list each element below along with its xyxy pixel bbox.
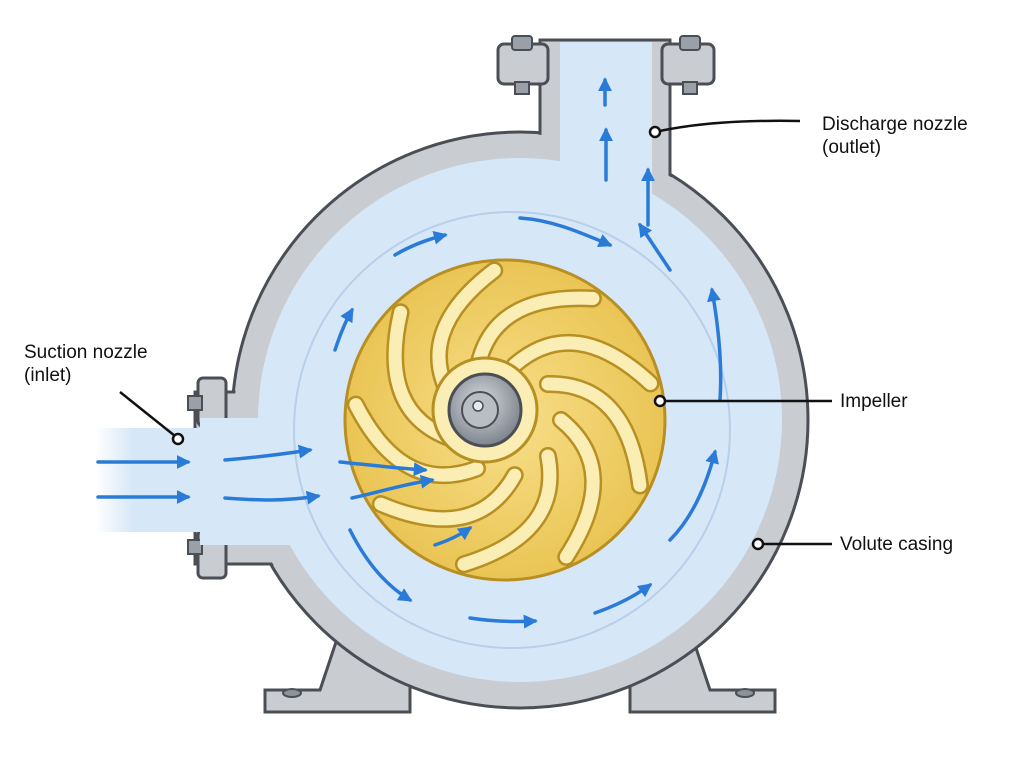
discharge-label-line1: Discharge nozzle (822, 114, 968, 135)
impeller-vane (541, 377, 647, 492)
flow-arrows (96, 77, 723, 629)
discharge-flange (496, 35, 716, 95)
suction-leader (119, 391, 176, 437)
eye-arrow-2 (350, 474, 435, 500)
discharge-label-line2: (outlet) (822, 137, 882, 158)
impeller-leader-dot (653, 394, 667, 408)
volute-arrow-right-2 (707, 287, 723, 402)
suction-leader-dot (171, 432, 185, 446)
impeller-vane (349, 398, 484, 482)
suction-arrow-2 (223, 490, 321, 505)
impeller-vane (457, 449, 557, 571)
volute-arrow-bottom-2 (468, 614, 538, 629)
leader-dots (171, 125, 765, 551)
impeller-assembly (343, 258, 667, 582)
suction-label-line1: Suction nozzle (24, 342, 148, 363)
suction-arrow-1 (223, 444, 313, 462)
impeller-vane (374, 468, 522, 526)
suction-nozzle-label: Suction nozzle (inlet) (24, 341, 148, 387)
impeller-vane (470, 291, 600, 379)
shaft-center (472, 400, 484, 412)
discharge-leader-dot (648, 125, 662, 139)
impeller-vane (554, 413, 600, 564)
right-foot-bolt-hole (735, 688, 755, 698)
impeller-vane (508, 336, 657, 390)
leader-lines (119, 119, 832, 546)
volute-arrow-right-1 (668, 449, 719, 542)
volute-arrow-left (333, 307, 354, 352)
volute-casing-label: Volute casing (840, 534, 954, 555)
incoming-flow (95, 428, 205, 532)
volute-arrow-top-2 (393, 230, 448, 257)
inner-wall (293, 211, 731, 649)
discharge-leader (654, 119, 801, 134)
volute-arrow-right-3 (638, 222, 672, 272)
discharge-nozzle-label: Discharge nozzle (outlet) (822, 113, 968, 159)
left-foot-bolt-hole (282, 688, 302, 698)
inner-arrow-1 (433, 526, 473, 547)
volute-arrow-top-1 (518, 216, 613, 248)
impeller-label: Impeller (840, 391, 908, 412)
eye-arrow-1 (338, 460, 428, 477)
volute-arrow-bottom-1 (348, 528, 413, 602)
volute-leader-dot (751, 537, 765, 551)
suction-label-line2: (inlet) (24, 365, 72, 386)
volute-arrow-bottom-3 (593, 583, 653, 615)
